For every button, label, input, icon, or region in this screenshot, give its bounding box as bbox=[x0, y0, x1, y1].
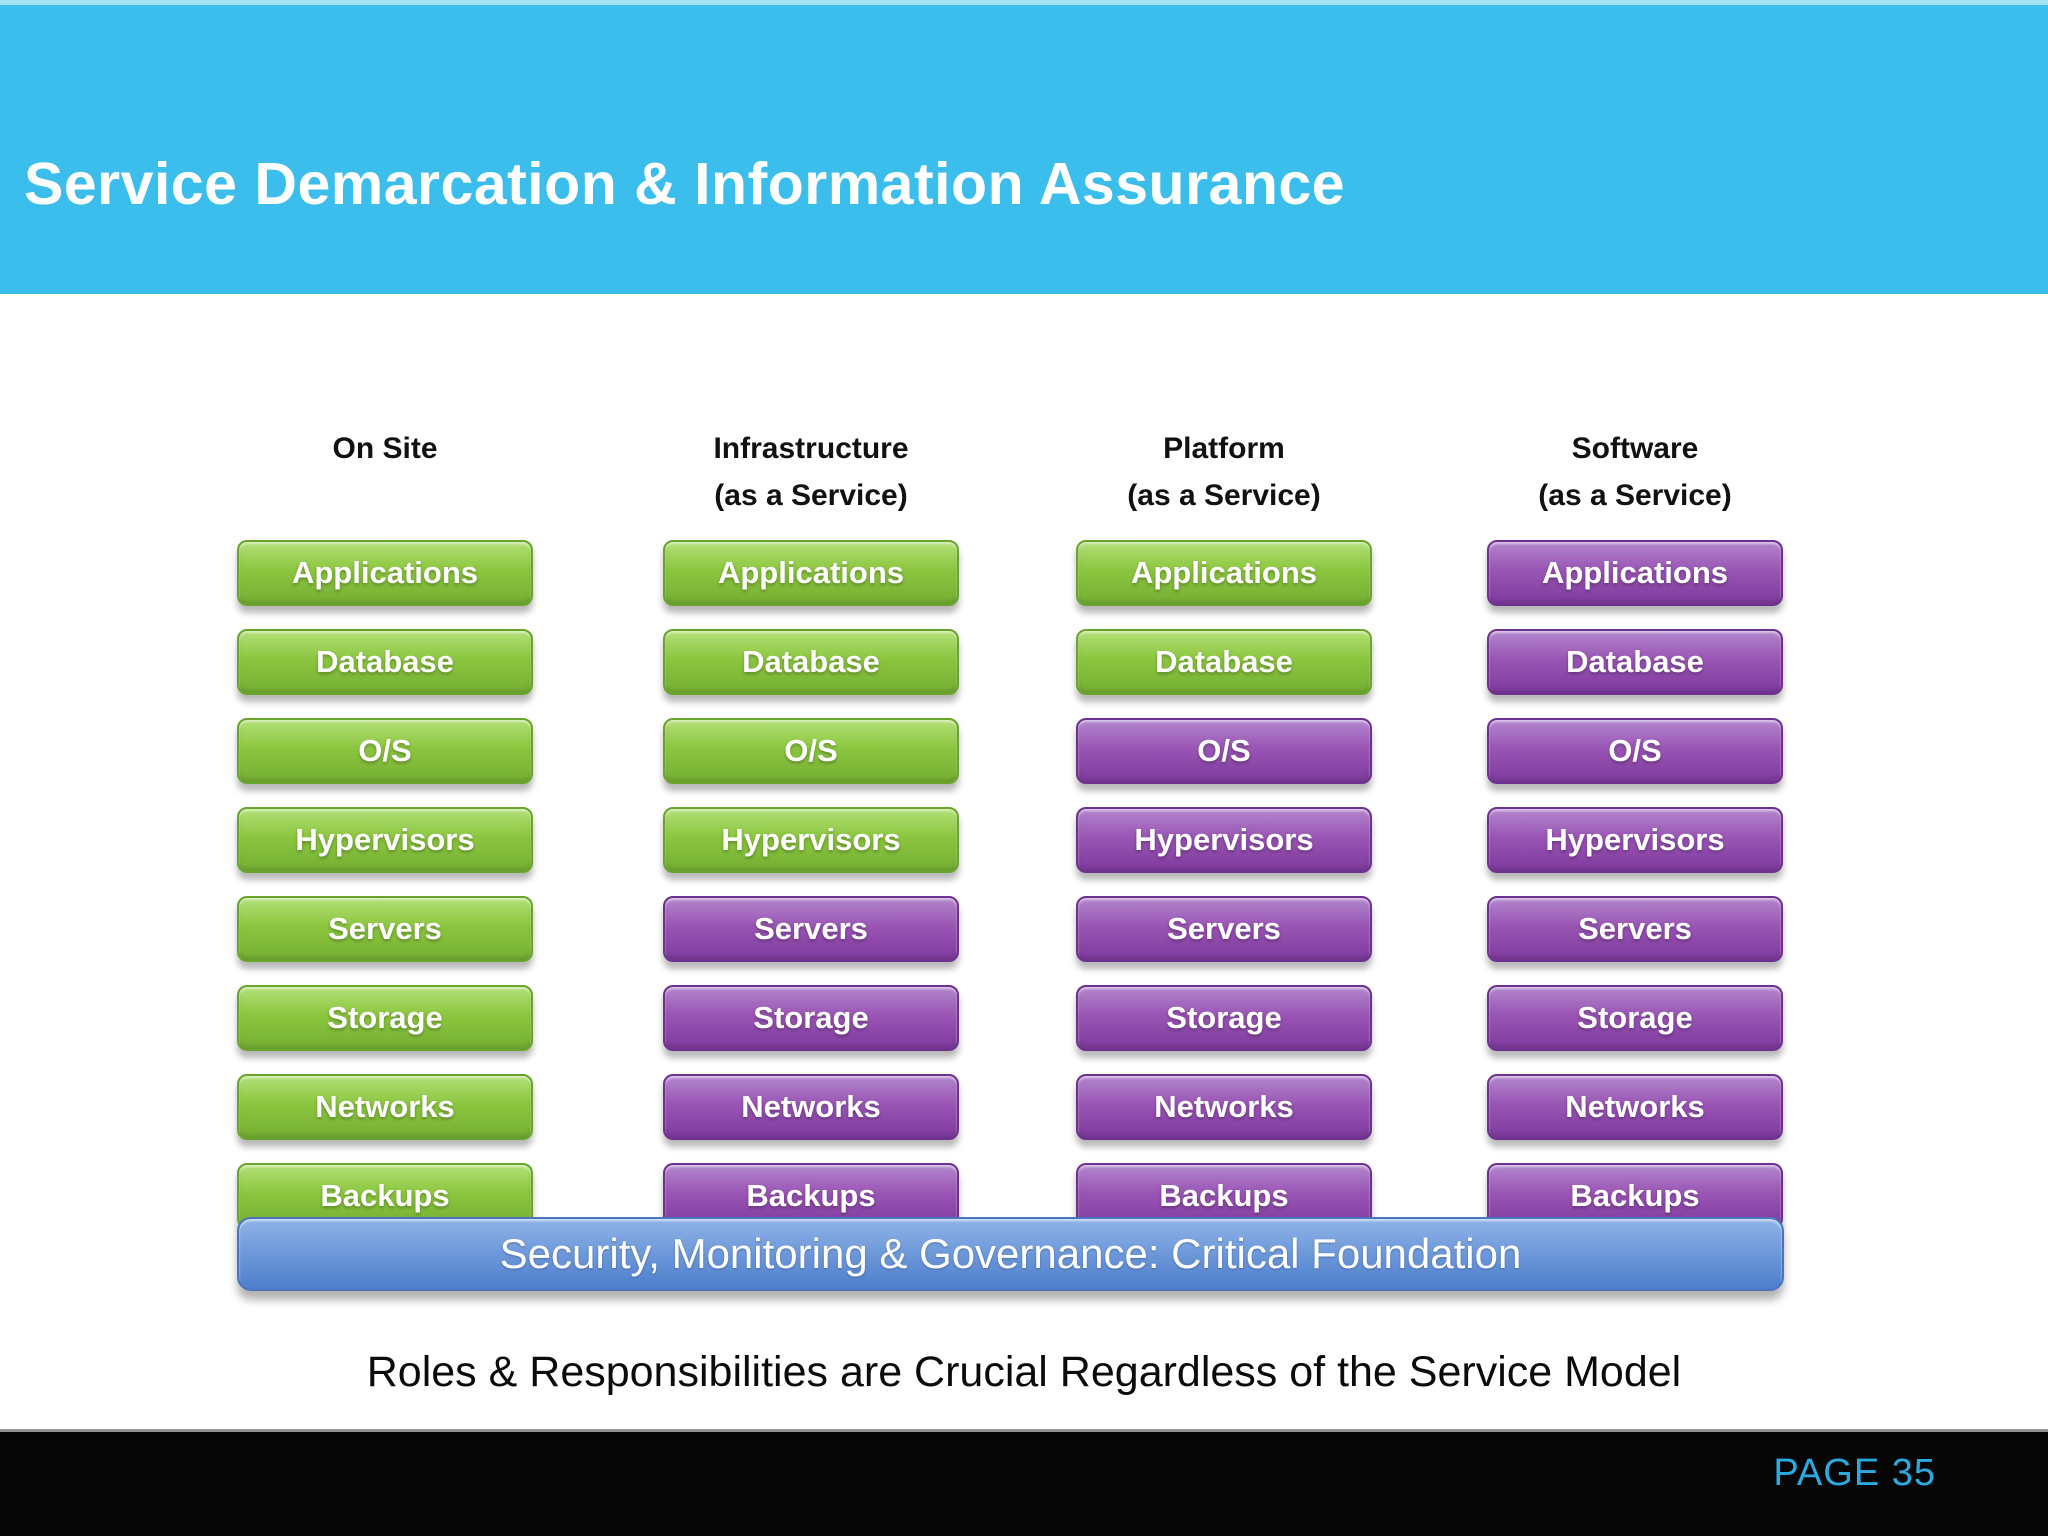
layer-button: Hypervisors bbox=[1487, 807, 1783, 873]
column-header: On Site bbox=[237, 425, 533, 540]
layer-button: Hypervisors bbox=[237, 807, 533, 873]
layer-button: Servers bbox=[1487, 896, 1783, 962]
page-number: PAGE 35 bbox=[1773, 1452, 1936, 1494]
foundation-banner: Security, Monitoring & Governance: Criti… bbox=[237, 1217, 1784, 1291]
title-bar: Service Demarcation & Information Assura… bbox=[0, 0, 2048, 294]
layer-button: Applications bbox=[237, 540, 533, 606]
page-title: Service Demarcation & Information Assura… bbox=[24, 151, 1346, 217]
column-saas: Software (as a Service) Applications Dat… bbox=[1487, 425, 1783, 1252]
layer-button: Applications bbox=[1487, 540, 1783, 606]
layer-button: Applications bbox=[1076, 540, 1372, 606]
column-paas: Platform (as a Service) Applications Dat… bbox=[1076, 425, 1372, 1252]
bottom-note: Roles & Responsibilities are Crucial Reg… bbox=[366, 1348, 1682, 1396]
column-on-site: On Site Applications Database O/S Hyperv… bbox=[237, 425, 533, 1252]
column-title: Platform bbox=[1163, 432, 1285, 465]
layer-button: Storage bbox=[237, 985, 533, 1051]
layer-button: Hypervisors bbox=[663, 807, 959, 873]
layer-button: Database bbox=[1487, 629, 1783, 695]
layer-button: O/S bbox=[237, 718, 533, 784]
column-header: Platform (as a Service) bbox=[1076, 425, 1372, 540]
layer-button: Storage bbox=[1487, 985, 1783, 1051]
layer-button: Networks bbox=[1487, 1074, 1783, 1140]
column-iaas: Infrastructure (as a Service) Applicatio… bbox=[663, 425, 959, 1252]
title-bar-highlight bbox=[0, 0, 2048, 5]
layer-button: O/S bbox=[1076, 718, 1372, 784]
layer-button: Applications bbox=[663, 540, 959, 606]
layer-button: Servers bbox=[663, 896, 959, 962]
layer-button: Servers bbox=[237, 896, 533, 962]
column-header: Infrastructure (as a Service) bbox=[663, 425, 959, 540]
layer-button: Storage bbox=[663, 985, 959, 1051]
column-subtitle: (as a Service) bbox=[1127, 479, 1321, 512]
column-header: Software (as a Service) bbox=[1487, 425, 1783, 540]
layer-button: Networks bbox=[237, 1074, 533, 1140]
layer-button: Storage bbox=[1076, 985, 1372, 1051]
column-title: Infrastructure bbox=[713, 432, 909, 465]
layer-button: Hypervisors bbox=[1076, 807, 1372, 873]
layer-button: Database bbox=[237, 629, 533, 695]
layer-button: Networks bbox=[1076, 1074, 1372, 1140]
layer-button: O/S bbox=[1487, 718, 1783, 784]
layer-button: Servers bbox=[1076, 896, 1372, 962]
layer-button: Database bbox=[1076, 629, 1372, 695]
column-subtitle: (as a Service) bbox=[714, 479, 908, 512]
layer-button: Networks bbox=[663, 1074, 959, 1140]
column-subtitle: (as a Service) bbox=[1538, 479, 1732, 512]
column-title: Software bbox=[1571, 432, 1699, 465]
column-title: On Site bbox=[332, 432, 438, 465]
layer-button: Database bbox=[663, 629, 959, 695]
layer-button: O/S bbox=[663, 718, 959, 784]
footer-bar: PAGE 35 bbox=[0, 1429, 2048, 1536]
